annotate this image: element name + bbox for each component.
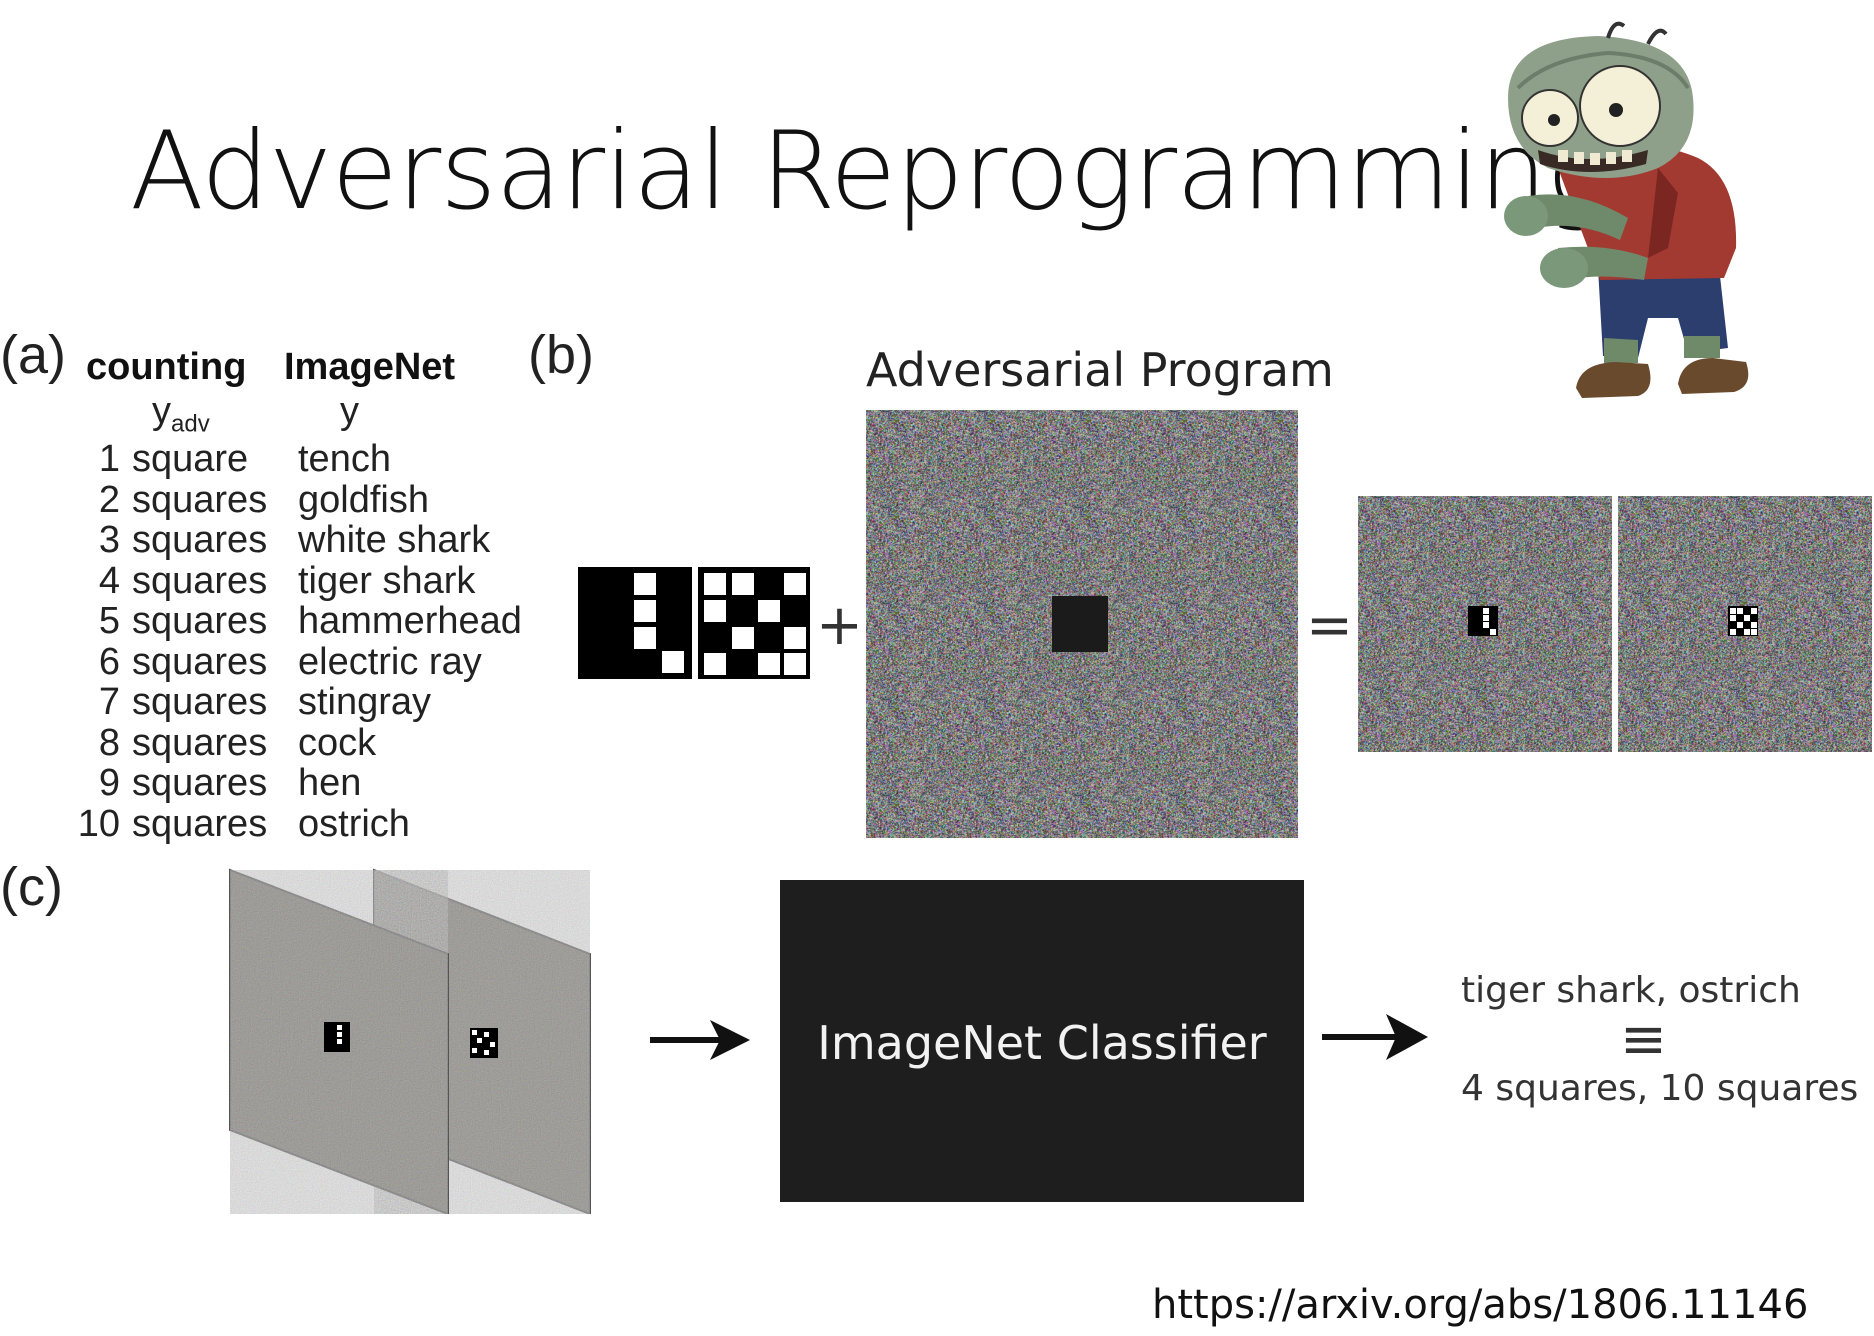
input-image-4-squares [578,567,692,679]
arrow-right-icon [1322,1014,1428,1060]
table-cell-imagenet-label: tiger shark [298,559,476,602]
table-cell-unit: squares [132,478,268,521]
table-cell-imagenet-label: stingray [298,681,432,723]
table-cell-unit: squares [132,600,268,642]
table-cell-imagenet-label: ostrich [298,802,410,845]
table-cell-unit: squares [132,802,268,845]
table-cell-count: 4 [98,559,120,602]
table-cell-count: 8 [98,721,120,764]
source-url[interactable]: https://arxiv.org/abs/1806.11146 [1152,1282,1809,1328]
col-header-counting: counting [86,346,247,388]
adversarial-program-image [866,410,1298,838]
table-cell-count: 1 [98,438,120,480]
col-sub-y: y [340,390,359,432]
table-cell-imagenet-label: goldfish [298,478,429,521]
table-cell-imagenet-label: hammerhead [298,600,522,642]
table-cell-count: 5 [98,600,120,642]
panel-label-c: (c) [0,857,63,917]
equivalence-sign: ≡ [1620,1007,1667,1072]
panel-label-b: (b) [528,325,594,385]
zombie-illustration [1504,21,1749,398]
table-cell-count: 10 [77,802,120,845]
table-cell-imagenet-label: tench [298,438,391,480]
imagenet-classifier-box: ImageNet Classifier [780,880,1304,1202]
adversarial-program-label: Adversarial Program [866,343,1334,397]
table-cell-unit: squares [132,762,268,804]
result-image-10-squares [1618,496,1872,752]
table-cell-unit: square [132,438,249,480]
table-cell-unit: squares [132,640,268,683]
result-image-4-squares [1358,496,1612,752]
table-cell-imagenet-label: electric ray [298,640,482,683]
plus-sign: + [816,593,863,658]
table-cell-imagenet-label: cock [298,721,377,764]
table-cell-unit: squares [132,559,268,602]
table-cell-unit: squares [132,681,268,723]
table-cell-unit: squares [132,519,268,561]
output-counts: 4 squares, 10 squares [1461,1068,1859,1109]
stacked-input-images [229,868,591,1214]
table-cell-count: 9 [98,762,120,804]
equals-sign: = [1306,593,1353,658]
table-cell-count: 3 [98,519,120,561]
table-cell-imagenet-label: hen [298,762,362,804]
col-sub-yadv: yadv [152,390,210,438]
slide-title: Adversarial Reprogramming [130,109,1611,234]
input-image-10-squares [698,567,810,679]
table-cell-imagenet-label: white shark [298,519,491,561]
table-cell-count: 2 [98,478,120,521]
panel-label-a: (a) [0,325,66,385]
output-labels: tiger shark, ostrich [1461,970,1801,1011]
table-cell-count: 7 [98,681,120,723]
table-cell-count: 6 [98,640,120,683]
table-cell-unit: squares [132,721,268,764]
col-header-imagenet: ImageNet [284,346,456,388]
classifier-label: ImageNet Classifier [817,1016,1267,1070]
arrow-right-icon [650,1020,750,1060]
